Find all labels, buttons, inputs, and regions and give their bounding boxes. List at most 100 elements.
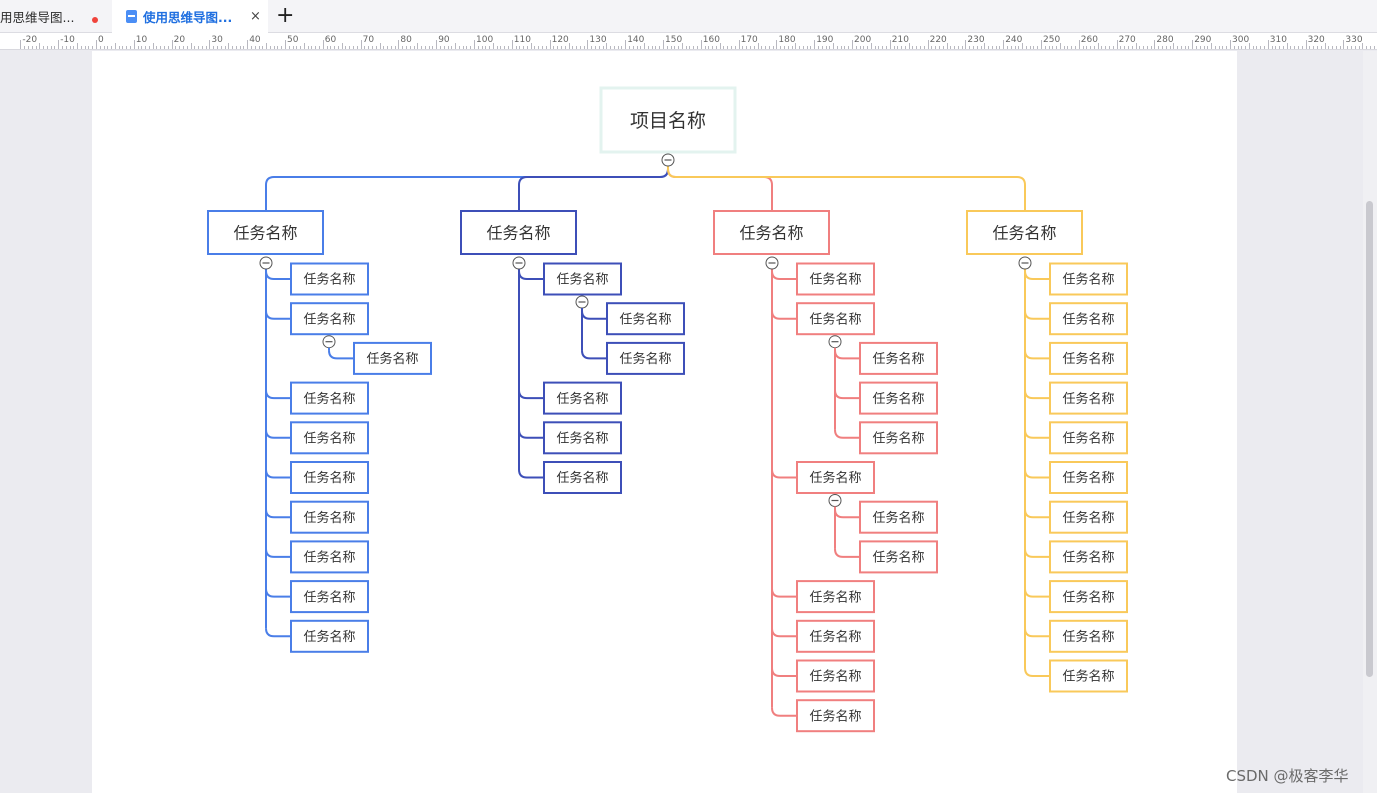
ruler-tick — [927, 40, 929, 49]
ruler-subtick — [515, 46, 517, 49]
ruler-subtick — [1169, 46, 1171, 49]
subtask-node[interactable] — [606, 302, 685, 336]
task-node[interactable] — [1049, 619, 1128, 653]
connector-line — [1024, 509, 1050, 519]
ruler-tick — [1192, 40, 1194, 49]
ruler-subtick — [659, 46, 661, 49]
task-node[interactable] — [1049, 500, 1128, 534]
task-node[interactable] — [290, 619, 369, 653]
ruler-subtick — [969, 46, 971, 49]
task-node[interactable] — [1049, 381, 1128, 415]
vertical-scrollbar[interactable] — [1363, 51, 1377, 793]
branch-node[interactable] — [460, 210, 577, 255]
task-node[interactable] — [290, 302, 369, 336]
subtask-node[interactable] — [353, 341, 432, 375]
task-node[interactable] — [1049, 421, 1128, 455]
task-node[interactable] — [543, 421, 622, 455]
branch-node[interactable] — [713, 210, 830, 255]
ruler-subtick — [319, 46, 321, 49]
ruler-subtick — [1195, 46, 1197, 49]
task-node[interactable] — [543, 262, 622, 296]
ruler-subtick — [893, 46, 895, 49]
ruler-tick — [171, 40, 173, 49]
task-node-label: 任务名称 — [1062, 391, 1114, 407]
subtask-node[interactable] — [606, 341, 685, 375]
task-node[interactable] — [290, 262, 369, 296]
task-node[interactable] — [1049, 580, 1128, 614]
task-node[interactable] — [290, 540, 369, 574]
ruler-subtick — [266, 43, 268, 49]
subtask-node[interactable] — [859, 341, 938, 375]
ruler-subtick — [1143, 46, 1145, 49]
subtask-node[interactable] — [859, 381, 938, 415]
task-node[interactable] — [1049, 659, 1128, 693]
task-node[interactable] — [796, 302, 875, 336]
ruler-subtick — [712, 46, 714, 49]
ruler-subtick — [194, 46, 196, 49]
ruler-subtick — [783, 46, 785, 49]
ruler-tick — [322, 40, 324, 49]
task-node[interactable] — [1049, 262, 1128, 296]
ruler-subtick — [341, 43, 343, 49]
subtask-node[interactable] — [859, 421, 938, 455]
ruler-subtick — [685, 46, 687, 49]
task-node[interactable] — [796, 619, 875, 653]
ruler-subtick — [1112, 46, 1114, 49]
branch-node[interactable] — [207, 210, 324, 255]
ruler-subtick — [923, 46, 925, 49]
ruler-subtick — [462, 46, 464, 49]
ruler-subtick — [727, 46, 729, 49]
connector-line — [265, 509, 291, 519]
task-node[interactable] — [543, 461, 622, 494]
task-node[interactable] — [796, 580, 875, 614]
new-tab-button[interactable]: + — [276, 3, 295, 28]
task-node[interactable] — [290, 500, 369, 534]
task-node[interactable] — [796, 699, 875, 733]
ruler-tick — [511, 40, 513, 49]
ruler-tick — [436, 40, 438, 49]
ruler-subtick — [1109, 46, 1111, 49]
tab-document-2[interactable]: 使用思维导图... × — [112, 0, 268, 33]
task-node[interactable] — [796, 461, 875, 494]
task-node[interactable] — [796, 262, 875, 296]
ruler-subtick — [103, 46, 105, 49]
tab-document-1[interactable]: 用思维导图... — [0, 0, 110, 33]
ruler-subtick — [542, 46, 544, 49]
task-node[interactable] — [1049, 540, 1128, 574]
ruler-subtick — [810, 46, 812, 49]
connector-line — [328, 350, 354, 360]
subtask-node[interactable] — [859, 500, 938, 534]
ruler-subtick — [1301, 46, 1303, 49]
ruler-subtick — [409, 46, 411, 49]
ruler-subtick — [447, 46, 449, 49]
ruler-subtick — [288, 46, 290, 49]
subtask-node[interactable] — [859, 540, 938, 574]
ruler-subtick — [1271, 46, 1273, 49]
ruler-label: 10 — [135, 35, 148, 45]
task-node[interactable] — [290, 381, 369, 415]
task-node[interactable] — [796, 659, 875, 693]
root-node[interactable] — [599, 86, 737, 154]
task-node[interactable] — [1049, 302, 1128, 336]
task-node[interactable] — [290, 580, 369, 614]
close-icon[interactable]: × — [250, 9, 261, 24]
ruler-subtick — [1369, 46, 1371, 49]
task-node[interactable] — [1049, 461, 1128, 494]
ruler-subtick — [636, 46, 638, 49]
connector-line — [265, 390, 291, 400]
ruler-subtick — [1309, 46, 1311, 49]
branch-node[interactable] — [966, 210, 1083, 255]
ruler-subtick — [402, 46, 404, 49]
scrollbar-thumb[interactable] — [1366, 201, 1373, 677]
ruler-subtick — [1010, 46, 1012, 49]
task-node[interactable] — [290, 421, 369, 455]
ruler-subtick — [126, 46, 128, 49]
ruler-label: 180 — [778, 35, 796, 45]
ruler-subtick — [946, 43, 948, 49]
ruler-subtick — [836, 46, 838, 49]
task-node[interactable] — [543, 381, 622, 415]
task-node[interactable] — [1049, 341, 1128, 375]
task-node[interactable] — [290, 461, 369, 494]
ruler-subtick — [1339, 46, 1341, 49]
ruler-subtick — [568, 43, 570, 49]
